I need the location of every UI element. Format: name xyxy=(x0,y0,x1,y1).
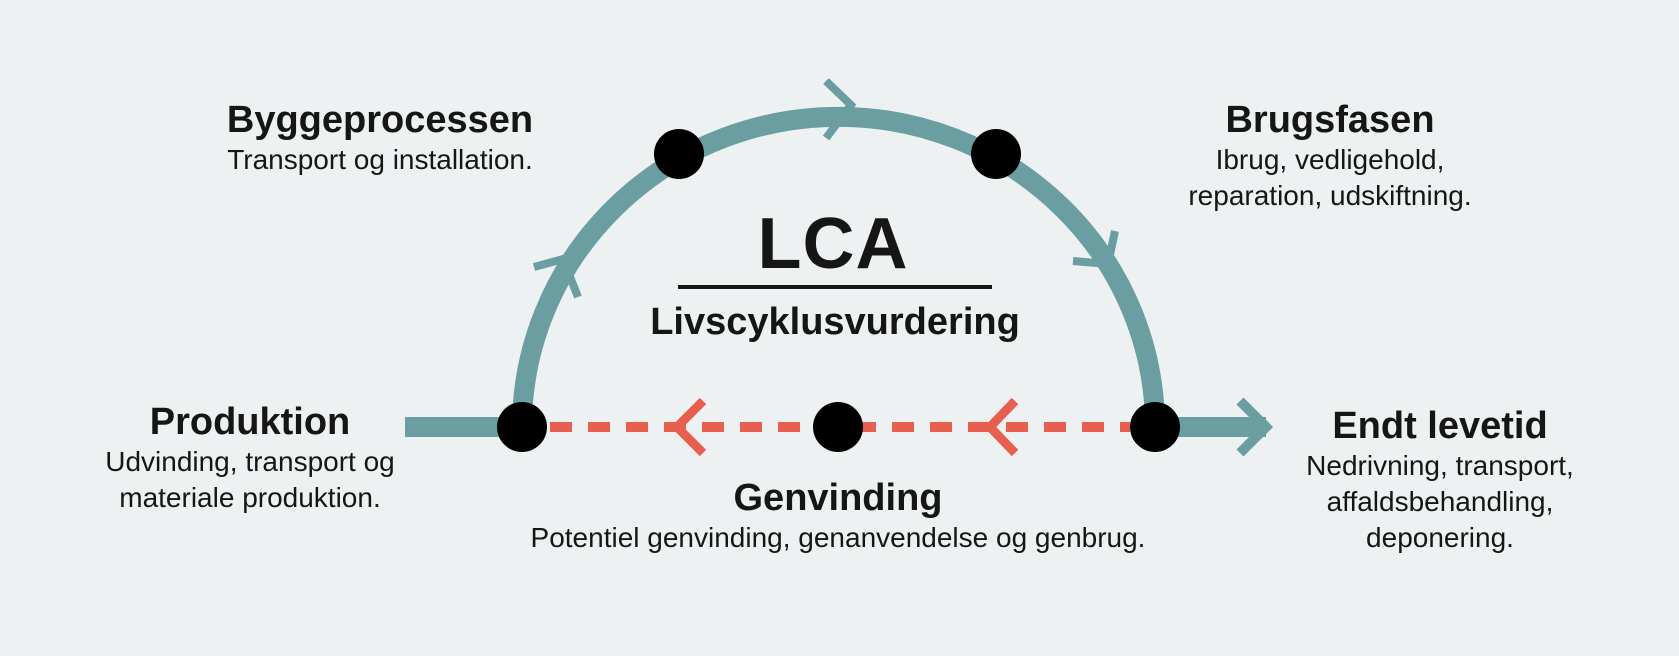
phase-title: Byggeprocessen xyxy=(226,99,534,141)
phase-byggeprocessen: Byggeprocessen Transport og installation… xyxy=(200,98,560,178)
lca-title: LCA xyxy=(757,204,909,284)
node-byggeprocessen xyxy=(654,129,704,179)
arc-arrow-left xyxy=(532,254,582,299)
phase-description: Transport og installation. xyxy=(227,144,533,175)
phase-endt-levetid: Endt levetid Nedrivning, transport, affa… xyxy=(1270,404,1610,556)
phase-description: Potentiel genvinding, genanvendelse og g… xyxy=(530,522,1146,553)
node-genvinding xyxy=(813,402,863,452)
node-brugsfasen xyxy=(971,129,1021,179)
title-divider xyxy=(678,285,992,289)
phase-description-line-1: Ibrug, vedligehold, xyxy=(1215,144,1445,175)
recovery-arrow-right xyxy=(983,397,1019,457)
phase-title: Produktion xyxy=(149,401,351,443)
phase-description-line-2: reparation, udskiftning. xyxy=(1188,180,1472,211)
phase-description-line-2: affaldsbehandling, xyxy=(1326,486,1554,517)
node-endt-levetid xyxy=(1130,402,1180,452)
lca-subtitle: Livscyklusvurdering xyxy=(650,301,1020,343)
end-of-life-arrowhead xyxy=(1236,397,1274,457)
phase-description-line-1: Udvinding, transport og xyxy=(105,446,395,477)
phase-description-line-3: deponering. xyxy=(1366,522,1514,553)
phase-title: Genvinding xyxy=(733,477,943,519)
phase-brugsfasen: Brugsfasen Ibrug, vedligehold, reparatio… xyxy=(1150,98,1510,214)
phase-produktion: Produktion Udvinding, transport og mater… xyxy=(60,400,440,516)
phase-title: Endt levetid xyxy=(1332,405,1548,447)
arc-arrow-top xyxy=(822,78,857,141)
recovery-arrow-left xyxy=(670,397,707,457)
phase-title: Brugsfasen xyxy=(1225,99,1435,141)
arc-arrow-right xyxy=(1072,230,1119,269)
phase-description-line-2: materiale produktion. xyxy=(119,482,381,513)
node-produktion xyxy=(497,402,547,452)
phase-description-line-1: Nedrivning, transport, xyxy=(1306,450,1574,481)
phase-genvinding: Genvinding Potentiel genvinding, genanve… xyxy=(468,476,1208,556)
